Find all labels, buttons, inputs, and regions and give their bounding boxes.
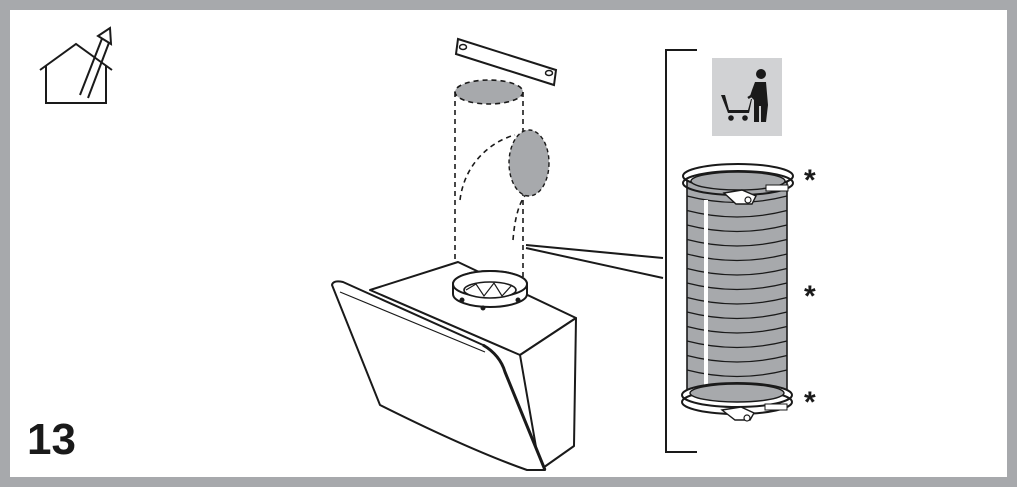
hose-rib [686,354,788,363]
person-with-shopping-cart-icon [712,58,782,136]
kit-marker-top-clamp: * [804,164,816,197]
house-with-outward-arrow-icon [39,26,113,104]
hood-air-outlet [452,270,528,311]
hose-rib [686,267,788,276]
flexible-duct-hose [686,178,788,393]
kit-bracket [665,49,697,453]
hose-rib [686,311,788,320]
wall-bracket [454,37,558,87]
kit-marker-bottom-clamp: * [804,386,816,419]
bottom-hose-clamp [681,382,793,422]
hose-rib [686,369,788,378]
step-number: 13 [27,415,76,464]
kit-marker-hose: * [804,280,816,313]
callout-lines [525,244,664,279]
hose-rib [686,296,788,305]
hose-rib [686,325,788,334]
top-hose-clamp [682,163,794,205]
duct-routing-guide [454,79,550,290]
hose-rib [686,340,788,349]
hose-rib [686,224,788,233]
hose-ribs [686,195,788,378]
hose-rib [686,253,788,262]
hose-rib [686,238,788,247]
cooker-hood [331,261,577,471]
hose-rib [686,282,788,291]
hose-rib [686,209,788,218]
